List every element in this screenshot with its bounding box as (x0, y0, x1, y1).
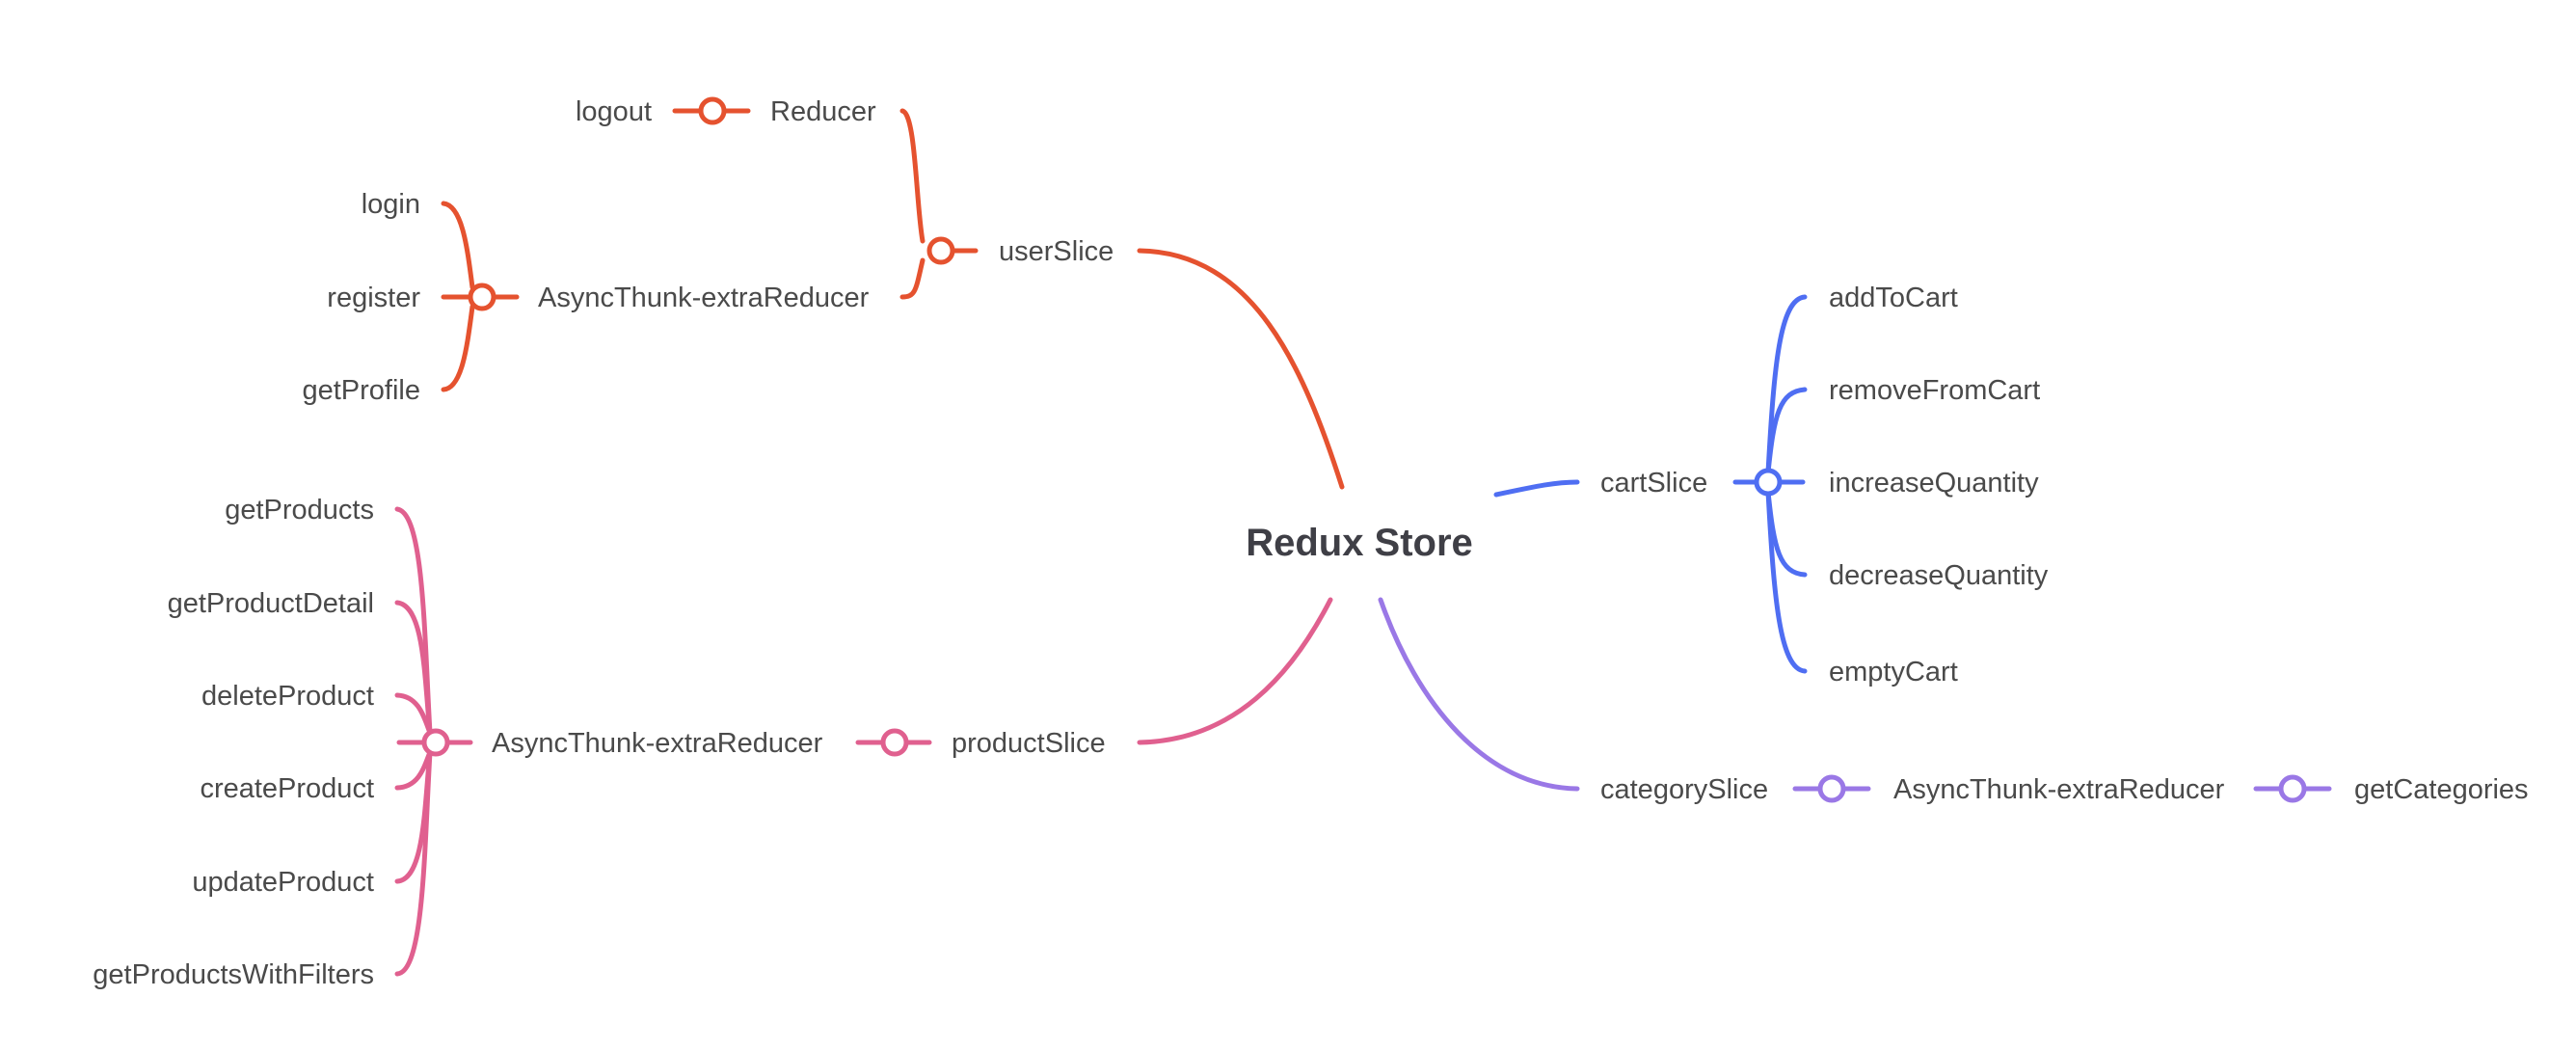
category-async-label[interactable]: AsyncThunk-extraReducer (1893, 774, 2225, 805)
cart-slice-label[interactable]: cartSlice (1600, 468, 1707, 499)
product-slice-hub-icon[interactable] (880, 728, 909, 757)
user-async-item-register[interactable]: register (327, 283, 420, 313)
cart-item-addtocart[interactable]: addToCart (1829, 283, 1958, 313)
cart-item-removefromcart[interactable]: removeFromCart (1829, 375, 2040, 406)
product-item-getproductswithfilters[interactable]: getProductsWithFilters (93, 959, 374, 990)
user-slice-connector (1137, 248, 1345, 490)
cart-item-emptycart[interactable]: emptyCart (1829, 657, 1958, 687)
product-slice-branch: productSlice AsyncThunk-extraReducer get… (93, 495, 1333, 990)
product-async-label[interactable]: AsyncThunk-extraReducer (492, 728, 823, 759)
cart-item-increasequantity[interactable]: increaseQuantity (1829, 468, 2039, 499)
product-item-getproductdetail[interactable]: getProductDetail (168, 588, 374, 619)
user-slice-branch: userSlice Reducer logout AsyncThunk-extr… (302, 96, 1345, 490)
user-reducer-hub-icon[interactable] (698, 96, 727, 125)
cart-item-decreasequantity[interactable]: decreaseQuantity (1829, 560, 2049, 591)
product-async-hub-icon[interactable] (421, 728, 450, 757)
user-async-item-login[interactable]: login (362, 189, 420, 220)
category-slice-label[interactable]: categorySlice (1600, 774, 1768, 805)
root-node-title[interactable]: Redux Store (1246, 522, 1473, 564)
category-slice-hub-icon[interactable] (1817, 774, 1846, 803)
category-item-getcategories[interactable]: getCategories (2354, 774, 2529, 805)
category-async-hub-icon[interactable] (2278, 774, 2307, 803)
category-slice-branch: categorySlice AsyncThunk-extraReducer ge… (1378, 597, 2529, 805)
product-item-getproducts[interactable]: getProducts (225, 495, 374, 526)
cart-slice-connector (1493, 479, 1580, 498)
cart-slice-hub-icon[interactable] (1754, 468, 1783, 497)
product-slice-label[interactable]: productSlice (952, 728, 1106, 759)
product-item-deleteproduct[interactable]: deleteProduct (201, 681, 374, 712)
product-slice-connector (1137, 597, 1333, 745)
user-slice-hub-icon[interactable] (926, 236, 955, 265)
user-async-item-getprofile[interactable]: getProfile (302, 375, 420, 406)
product-item-updateproduct[interactable]: updateProduct (192, 867, 374, 898)
user-async-hub-icon[interactable] (468, 283, 496, 311)
product-item-createproduct[interactable]: createProduct (200, 773, 374, 804)
user-reducer-label[interactable]: Reducer (770, 96, 876, 127)
user-async-label[interactable]: AsyncThunk-extraReducer (538, 283, 870, 313)
category-slice-connector (1378, 597, 1580, 792)
cart-slice-branch: cartSlice addToCart removeFromCart incre… (1493, 283, 2049, 687)
user-reducer-item-logout[interactable]: logout (576, 96, 652, 127)
user-slice-label[interactable]: userSlice (999, 236, 1114, 267)
